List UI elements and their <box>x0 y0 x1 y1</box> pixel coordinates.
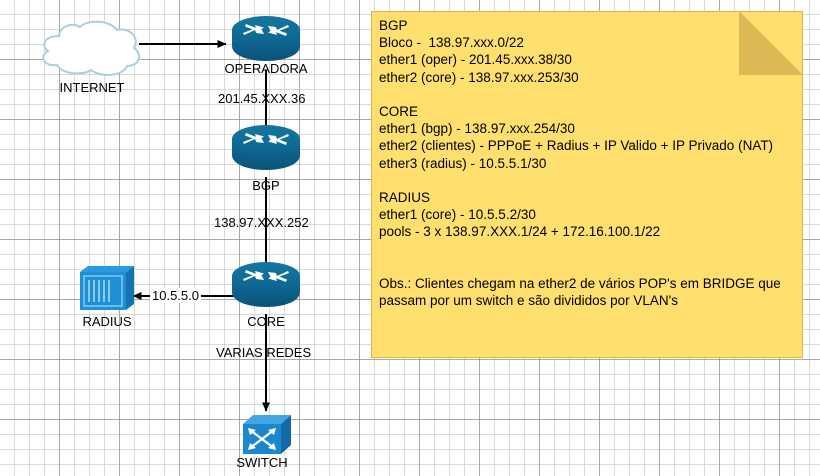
switch-icon <box>243 415 291 454</box>
router-icon-core <box>232 262 300 307</box>
router-icon-bgp <box>232 125 300 170</box>
cloud-icon <box>42 20 141 76</box>
node-label-switch: SWITCH <box>236 455 288 470</box>
node-label-operadora: OPERADORA <box>224 61 308 76</box>
node-label-radius: RADIUS <box>82 314 132 329</box>
edge-label-operadora-bgp: 201.45.XXX.36 <box>218 91 306 106</box>
node-label-internet: INTERNET <box>59 80 125 95</box>
sticky-note: BGP Bloco - 138.97.xxx.0/22 ether1 (oper… <box>371 11 803 358</box>
sticky-note-text: BGP Bloco - 138.97.xxx.0/22 ether1 (oper… <box>379 18 781 309</box>
edge-label-bgp-core: 138.97.XXX.252 <box>214 215 309 230</box>
node-label-bgp: BGP <box>252 178 280 193</box>
node-label-core: CORE <box>247 314 285 329</box>
sticky-note-background <box>371 11 803 358</box>
edge-label-core-switch: VARIAS REDES <box>216 345 312 360</box>
server-icon-radius <box>80 266 134 310</box>
router-icon-operadora <box>232 16 300 61</box>
edge-label-core-radius: 10.5.5.0 <box>150 288 201 303</box>
